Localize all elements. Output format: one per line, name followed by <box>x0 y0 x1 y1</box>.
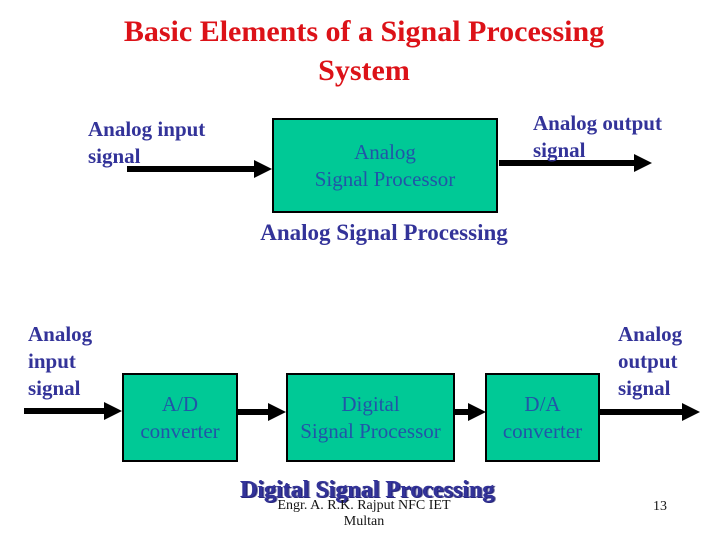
digital-signal-processor-box-line1: Digital <box>341 391 400 416</box>
da-converter-box-line1: D/A <box>524 391 561 416</box>
page-title-line2: System <box>318 54 410 87</box>
da-converter-box-line2: converter <box>502 418 583 443</box>
arrow-shaft <box>24 408 110 414</box>
arrow-head-icon <box>104 402 122 420</box>
digital-signal-processor-box: Digital Signal Processor <box>286 373 455 462</box>
digital-flow-input-label-line2: input <box>28 349 76 373</box>
arrow-head-icon <box>254 160 272 178</box>
arrow-shaft <box>455 409 474 415</box>
footer-author: Engr. A. R.K. Rajput NFC IET <box>277 498 451 513</box>
analog-processor-box-line2: Signal Processor <box>314 166 456 191</box>
arrow-shaft <box>600 409 688 415</box>
ad-converter-box: A/D converter <box>122 373 238 462</box>
analog-output-signal-label-line1: Analog output <box>533 111 662 135</box>
analog-output-signal-label-line2: signal <box>533 138 586 162</box>
analog-output-signal-label: Analog output signal <box>533 110 662 164</box>
digital-flow-input-label-line1: Analog <box>28 322 93 346</box>
arrow-head-icon <box>268 403 286 421</box>
page-title-line1: Basic Elements of a Signal Processing <box>123 15 605 48</box>
ad-converter-box-line2: converter <box>140 418 220 443</box>
digital-flow-input-signal-label: Analog input signal <box>28 321 92 402</box>
analog-signal-processor-box: Analog Signal Processor <box>272 118 498 213</box>
arrow-head-icon <box>682 403 700 421</box>
arrow-shaft <box>238 409 274 415</box>
analog-input-signal-label-line2: signal <box>88 144 141 168</box>
page-number: 13 <box>653 499 667 514</box>
analog-input-signal-label: Analog input signal <box>88 116 205 170</box>
ad-converter-box-line1: A/D <box>161 391 199 416</box>
analog-processor-box-line1: Analog <box>354 139 416 164</box>
digital-flow-output-label-line1: Analog <box>618 322 683 346</box>
da-converter-box: D/A converter <box>485 373 600 462</box>
arrow-head-icon <box>634 154 652 172</box>
digital-flow-input-label-line3: signal <box>28 376 81 400</box>
arrow-shaft <box>127 166 260 172</box>
digital-flow-output-signal-label: Analog output signal <box>618 321 682 402</box>
digital-flow-output-label-line2: output <box>618 349 678 373</box>
digital-flow-output-label-line3: signal <box>618 376 671 400</box>
digital-signal-processing-caption: Digital Signal Processing <box>239 477 495 503</box>
analog-signal-processing-caption: Analog Signal Processing <box>260 220 508 245</box>
page-title: Basic Elements of a Signal Processing Sy… <box>0 12 728 90</box>
arrow-head-icon <box>468 403 486 421</box>
analog-input-signal-label-line1: Analog input <box>88 117 206 141</box>
digital-signal-processor-box-line2: Signal Processor <box>300 418 441 443</box>
footer-location: Multan <box>343 514 385 529</box>
arrow-shaft <box>499 160 640 166</box>
